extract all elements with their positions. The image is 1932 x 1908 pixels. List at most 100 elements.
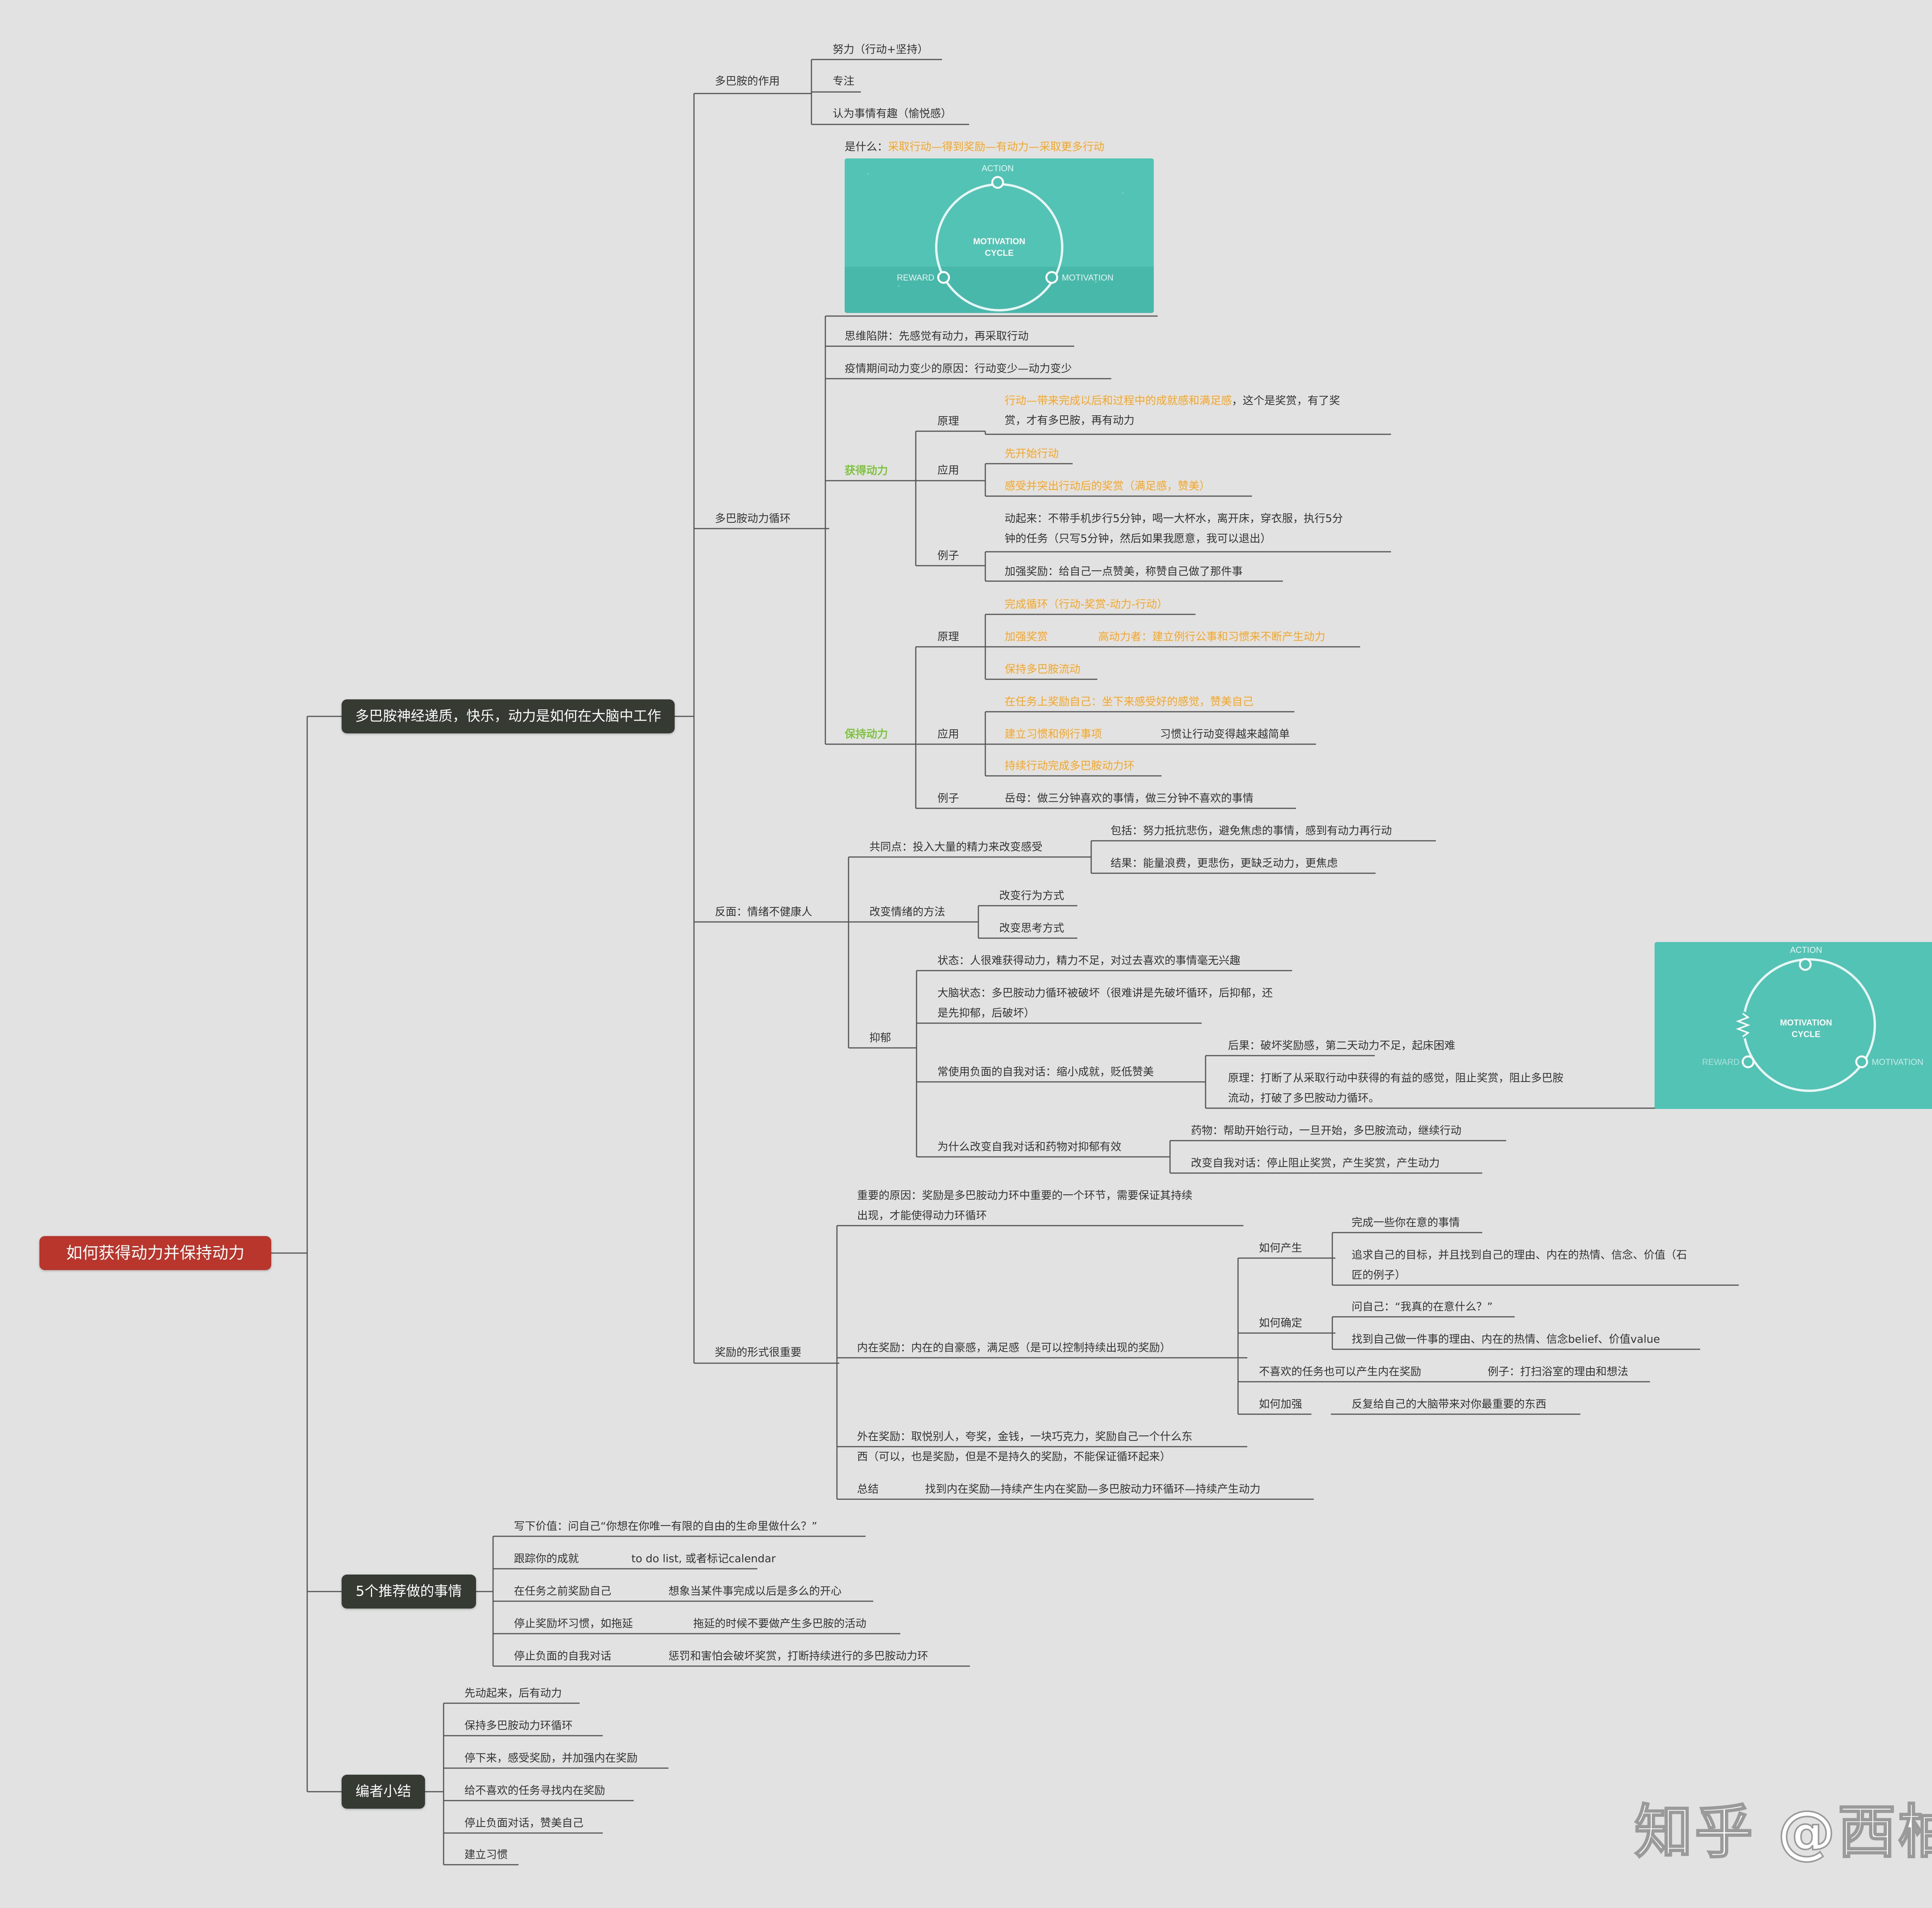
node-gain-motivation[interactable]: 获得动力 <box>845 464 888 477</box>
confirm-2[interactable]: 找到自己做一件事的理由、内在的热情、信念belief、价值value <box>1352 1333 1660 1345</box>
broken-cycle-label-action: ACTION <box>1790 945 1822 955</box>
produce-2a[interactable]: 追求自己的目标，并且找到自己的理由、内在的热情、信念、价值（石 <box>1352 1248 1687 1261</box>
root-node[interactable]: 如何获得动力并保持动力 <box>39 1236 271 1270</box>
role-item[interactable]: 专注 <box>833 75 855 87</box>
summary-item[interactable]: 先动起来，后有动力 <box>464 1687 562 1699</box>
branch-editor-summary[interactable]: 编者小结 <box>342 1775 425 1809</box>
broken-cycle-center-1: MOTIVATION <box>1780 1018 1832 1027</box>
keep-principle-1[interactable]: 完成循环（行动-奖赏-动力-行动） <box>1005 598 1168 610</box>
inner-how-strengthen[interactable]: 如何加强 <box>1259 1398 1303 1410</box>
cycle-what[interactable]: 是什么：采取行动—得到奖励—有动力—采取更多行动 <box>845 140 1105 153</box>
five-item-3-detail[interactable]: 想象当某件事完成以后是多么的开心 <box>668 1585 842 1597</box>
gain-principle-2[interactable]: 赏，才有多巴胺，再有动力 <box>1005 414 1135 427</box>
negative-method-2[interactable]: 改变思考方式 <box>999 922 1065 934</box>
reward-outer-1[interactable]: 外在奖励：取悦别人，夸奖，金钱，一块巧克力，奖励自己一个什么东 <box>857 1430 1193 1443</box>
reward-important-2[interactable]: 出现，才能使得动力环循环 <box>857 1209 987 1222</box>
role-item[interactable]: 认为事情有趣（愉悦感） <box>833 107 952 120</box>
summary-item[interactable]: 保持多巴胺动力环循环 <box>464 1719 573 1732</box>
cycle-label-action: ACTION <box>981 163 1014 173</box>
keep-principle-2b[interactable]: 高动力者：建立例行公事和习惯来不断产生动力 <box>1098 630 1326 643</box>
reward-inner[interactable]: 内在奖励：内在的自豪感，满足感（是可以控制持续出现的奖励） <box>857 1341 1171 1354</box>
depression-selftalk[interactable]: 常使用负面的自我对话：缩小成就，贬低赞美 <box>937 1065 1154 1078</box>
node-dopamine-role[interactable]: 多巴胺的作用 <box>715 75 780 87</box>
keep-apply-3[interactable]: 持续行动完成多巴胺动力环 <box>1005 759 1135 772</box>
gain-example-2[interactable]: 加强奖励：给自己一点赞美，称赞自己做了那件事 <box>1005 565 1243 578</box>
five-item-5-detail[interactable]: 惩罚和害怕会破坏奖赏，打断持续进行的多巴胺动力环 <box>668 1650 929 1662</box>
depression-brain-1[interactable]: 大脑状态：多巴胺动力循环被破坏（很难讲是先破坏循环，后抑郁，还 <box>937 986 1273 999</box>
five-item-2[interactable]: 跟踪你的成就 <box>514 1552 579 1565</box>
gain-example-label[interactable]: 例子 <box>937 549 959 562</box>
keep-apply-label[interactable]: 应用 <box>937 728 959 740</box>
role-item[interactable]: 努力（行动+坚持） <box>833 43 929 56</box>
negative-common[interactable]: 共同点：投入大量的精力来改变感受 <box>869 840 1043 853</box>
negative-common-1[interactable]: 包括：努力抵抗悲伤，避免焦虑的事情，感到有动力再行动 <box>1111 824 1392 837</box>
reward-important-1[interactable]: 重要的原因：奖励是多巴胺动力环中重要的一个环节，需要保证其持续 <box>857 1189 1193 1202</box>
keep-apply-2b[interactable]: 习惯让行动变得越来越简单 <box>1160 728 1290 740</box>
selftalk-1[interactable]: 后果：破坏奖励感，第二天动力不足，起床困难 <box>1228 1039 1456 1052</box>
branch-five-things[interactable]: 5个推荐做的事情 <box>342 1575 476 1609</box>
five-item-4-detail[interactable]: 拖延的时候不要做产生多巴胺的活动 <box>693 1617 867 1630</box>
node-reward-form[interactable]: 奖励的形式很重要 <box>715 1346 802 1359</box>
inner-how-confirm[interactable]: 如何确定 <box>1259 1316 1303 1329</box>
cycle-center-2: CYCLE <box>985 248 1014 258</box>
gain-apply-1[interactable]: 先开始行动 <box>1005 447 1059 460</box>
negative-method-1[interactable]: 改变行为方式 <box>999 889 1065 902</box>
five-item-1[interactable]: 写下价值：问自己“你想在你唯一有限的自由的生命里做什么？” <box>514 1520 818 1532</box>
cycle-pandemic[interactable]: 疫情期间动力变少的原因：行动变少—动力变少 <box>845 362 1072 375</box>
dislike-example[interactable]: 例子：打扫浴室的理由和想法 <box>1488 1365 1629 1378</box>
five-item-2-detail[interactable]: to do list, 或者标记calendar <box>631 1552 776 1565</box>
keep-apply-1[interactable]: 在任务上奖励自己：坐下来感受好的感觉，赞美自己 <box>1005 695 1254 708</box>
gain-apply-label[interactable]: 应用 <box>937 464 959 476</box>
depression-why[interactable]: 为什么改变自我对话和药物对抑郁有效 <box>937 1140 1122 1153</box>
summary-item[interactable]: 停止负面对话，赞美自己 <box>464 1816 584 1829</box>
reward-summary-label[interactable]: 总结 <box>857 1483 879 1495</box>
cycle-trap[interactable]: 思维陷阱：先感觉有动力，再采取行动 <box>845 330 1029 342</box>
five-item-4[interactable]: 停止奖励坏习惯，如拖延 <box>514 1617 633 1630</box>
node-dopamine-cycle[interactable]: 多巴胺动力循环 <box>715 512 791 525</box>
selftalk-2b[interactable]: 流动，打破了多巴胺动力循环。 <box>1228 1092 1380 1104</box>
gain-example-1b[interactable]: 钟的任务（只写5分钟，然后如果我愿意，我可以退出） <box>1005 532 1271 545</box>
negative-depression[interactable]: 抑郁 <box>869 1031 891 1044</box>
why-2[interactable]: 改变自我对话：停止阻止奖赏，产生奖赏，产生动力 <box>1191 1156 1440 1169</box>
motivation-cycle-broken-image: ACTION REWARD MOTIVATION MOTIVATION CYCL… <box>1655 942 1932 1109</box>
keep-principle-3[interactable]: 保持多巴胺流动 <box>1005 663 1081 675</box>
summary-item[interactable]: 停下来，感受奖励，并加强内在奖励 <box>464 1752 638 1764</box>
summary-item[interactable]: 建立习惯 <box>464 1848 508 1861</box>
selftalk-2a[interactable]: 原理：打断了从采取行动中获得的有益的感觉，阻止奖赏，阻止多巴胺 <box>1228 1071 1564 1084</box>
gain-apply-2[interactable]: 感受并突出行动后的奖赏（满足感，赞美） <box>1005 480 1211 492</box>
branch-dopamine[interactable]: 多巴胺神经递质，快乐，动力是如何在大脑中工作 <box>342 699 675 733</box>
broken-cycle-label-motivation: MOTIVATION <box>1872 1057 1923 1067</box>
produce-1[interactable]: 完成一些你在意的事情 <box>1352 1216 1460 1229</box>
inner-how-produce[interactable]: 如何产生 <box>1259 1241 1303 1254</box>
broken-cycle-center-2: CYCLE <box>1792 1029 1821 1039</box>
reward-outer-2[interactable]: 西（可以，也是奖励，但是不是持久的奖励，不能保证循环起来） <box>857 1450 1171 1463</box>
keep-principle-label[interactable]: 原理 <box>937 630 959 643</box>
confirm-1[interactable]: 问自己：“我真的在意什么？” <box>1352 1300 1493 1313</box>
cycle-label-reward: REWARD <box>897 273 934 282</box>
negative-method[interactable]: 改变情绪的方法 <box>869 905 946 918</box>
watermark: 知乎 @西柚 <box>1634 1798 1932 1867</box>
node-negative[interactable]: 反面：情绪不健康人 <box>715 905 813 918</box>
gain-example-1a[interactable]: 动起来：不带手机步行5分钟，喝一大杯水，离开床，穿衣服，执行5分 <box>1005 512 1343 525</box>
cycle-label-motivation: MOTIVATION <box>1062 273 1114 282</box>
produce-2b[interactable]: 匠的例子） <box>1352 1269 1406 1281</box>
keep-principle-2[interactable]: 加强奖赏 <box>1005 630 1048 643</box>
negative-common-2[interactable]: 结果：能量浪费，更悲伤，更缺乏动力，更焦虑 <box>1111 857 1338 869</box>
five-item-5[interactable]: 停止负面的自我对话 <box>514 1650 612 1662</box>
node-keep-motivation[interactable]: 保持动力 <box>845 728 888 740</box>
summary-item[interactable]: 给不喜欢的任务寻找内在奖励 <box>464 1784 605 1797</box>
reward-summary-text[interactable]: 找到内在奖励—持续产生内在奖励—多巴胺动力环循环—持续产生动力 <box>925 1483 1261 1495</box>
gain-principle-label[interactable]: 原理 <box>937 415 959 427</box>
inner-dislike[interactable]: 不喜欢的任务也可以产生内在奖励 <box>1259 1365 1422 1378</box>
five-item-3[interactable]: 在任务之前奖励自己 <box>514 1585 612 1597</box>
depression-brain-2[interactable]: 是先抑郁，后破坏） <box>937 1007 1035 1019</box>
depression-state[interactable]: 状态：人很难获得动力，精力不足，对过去喜欢的事情毫无兴趣 <box>937 954 1241 967</box>
motivation-cycle-image: ACTION REWARD MOTIVATION MOTIVATION CYCL… <box>845 158 1154 313</box>
why-1[interactable]: 药物：帮助开始行动，一旦开始，多巴胺流动，继续行动 <box>1191 1124 1462 1137</box>
keep-example-1[interactable]: 岳母：做三分钟喜欢的事情，做三分钟不喜欢的事情 <box>1005 792 1254 804</box>
strengthen-1[interactable]: 反复给自己的大脑带来对你最重要的东西 <box>1352 1398 1547 1410</box>
keep-example-label[interactable]: 例子 <box>937 792 959 804</box>
keep-apply-2[interactable]: 建立习惯和例行事项 <box>1005 728 1102 740</box>
cycle-center-1: MOTIVATION <box>973 236 1026 246</box>
gain-principle[interactable]: 行动—带来完成以后和过程中的成就感和满足感，这个是奖赏，有了奖 <box>1005 394 1340 407</box>
